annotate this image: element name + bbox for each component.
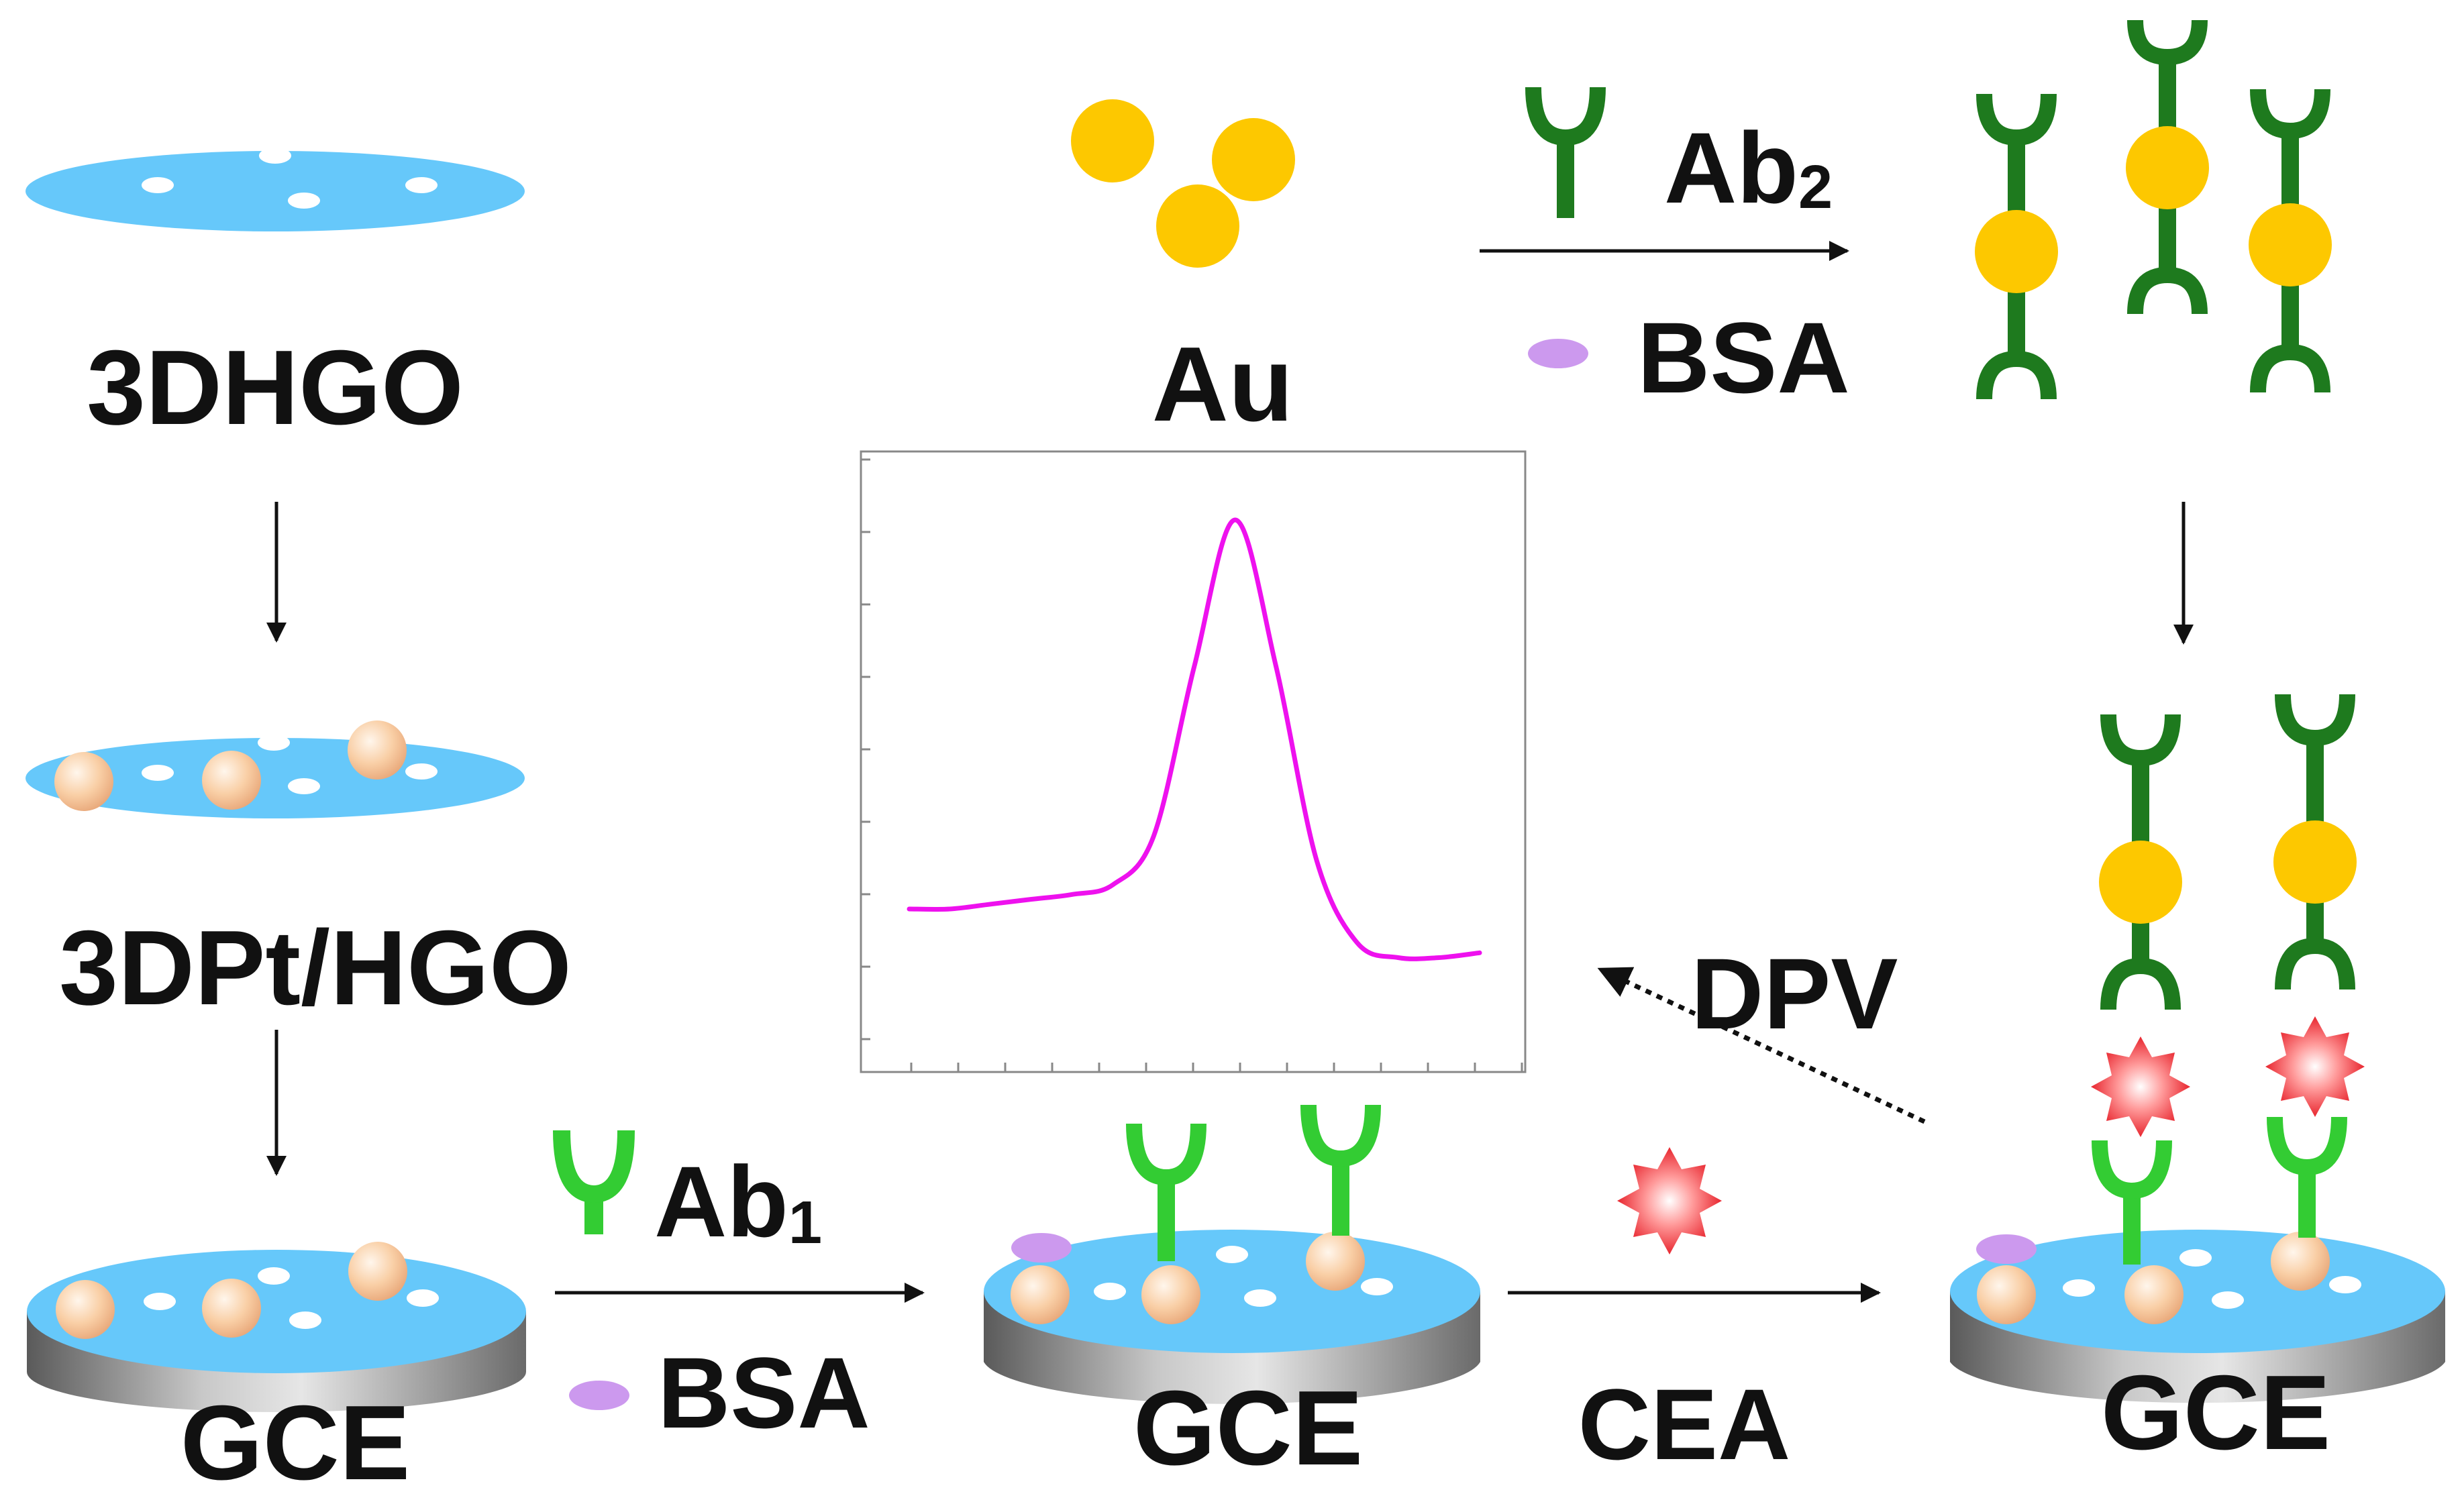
antibody-icon: [1126, 1123, 1207, 1261]
gold-nanoparticle-icon: [1071, 99, 1154, 182]
y-ticks: [861, 458, 870, 1040]
label-gce-right: GCE: [2101, 1354, 2330, 1472]
hole-icon: [289, 1311, 321, 1329]
gold-nanoparticle-icon: [2126, 126, 2209, 209]
pt-nanoparticle-icon: [202, 751, 261, 810]
hole-icon: [144, 1293, 176, 1310]
ab2-au-conjugate: [2126, 19, 2209, 315]
gold-nanoparticle-icon: [1156, 184, 1239, 268]
chart-frame: [860, 450, 1527, 1073]
electrode-icon: [1950, 1230, 2445, 1403]
pt-nanoparticle-icon: [1141, 1265, 1200, 1324]
pt-nanoparticle-icon: [56, 1280, 115, 1339]
ab2-au-conjugate: [2273, 694, 2357, 990]
electrode-icon: [27, 1242, 526, 1412]
antibody-icon: [1525, 87, 1606, 218]
hole-icon: [405, 177, 438, 193]
hole-icon: [1361, 1278, 1393, 1295]
dpv-curve: [907, 517, 1482, 961]
hole-icon: [142, 177, 174, 193]
hole-icon: [288, 778, 320, 794]
gold-nanoparticle-icon: [2249, 203, 2332, 286]
ab2-au-conjugate: [1975, 93, 2058, 400]
hole-icon: [142, 765, 174, 781]
gold-nanoparticle-icon: [1212, 118, 1295, 201]
bsa-icon: [1011, 1233, 1072, 1263]
pt-nanoparticle-icon: [2124, 1265, 2184, 1324]
gold-nanoparticle-icon: [2099, 841, 2182, 924]
hole-icon: [407, 1289, 439, 1307]
pt-nanoparticle-icon: [1306, 1232, 1365, 1291]
hole-icon: [405, 763, 438, 780]
pt-nanoparticle-icon: [2271, 1232, 2330, 1291]
bsa-icon: [1528, 339, 1588, 368]
pt-hgo-sheet: [25, 720, 525, 818]
pt-nanoparticle-icon: [348, 1242, 407, 1301]
hole-icon: [2179, 1249, 2212, 1267]
hole-icon: [258, 735, 290, 751]
pt-nanoparticle-icon: [202, 1279, 261, 1338]
gold-nanoparticle-icon: [2273, 820, 2357, 904]
pt-nanoparticle-icon: [1011, 1265, 1070, 1324]
label-gce-mid: GCE: [1133, 1369, 1363, 1487]
label-3dpt-hgo: 3DPt/HGO: [59, 909, 572, 1027]
dpv-chart: [860, 450, 1527, 1073]
antigen-star-icon: [1617, 1147, 1722, 1254]
antigen-star-icon: [2091, 1036, 2190, 1137]
label-bsa-top: BSA: [1637, 301, 1850, 414]
antibody-icon: [2092, 1140, 2172, 1265]
hole-icon: [2212, 1291, 2244, 1309]
label-dpv: DPV: [1691, 937, 1898, 1050]
hole-icon: [2063, 1279, 2095, 1297]
hole-icon: [1216, 1246, 1248, 1263]
electrode-icon: [984, 1230, 1480, 1404]
hole-icon: [258, 1267, 290, 1285]
ab2-au-conjugate: [2099, 714, 2182, 1010]
pt-nanoparticle-icon: [54, 752, 113, 811]
label-ab1: Ab1: [654, 1145, 822, 1258]
gold-nanoparticle-icon: [1975, 210, 2058, 293]
hole-icon: [259, 148, 291, 164]
label-3dhgo: 3DHGO: [87, 329, 464, 447]
hole-icon: [2329, 1276, 2361, 1293]
antibody-icon: [2267, 1116, 2347, 1238]
label-au: Au: [1152, 325, 1294, 443]
hgo-sheet: [25, 148, 525, 231]
x-ticks: [910, 1063, 1523, 1072]
pt-nanoparticle-icon: [348, 720, 407, 780]
hole-icon: [288, 193, 320, 209]
pt-nanoparticle-icon: [1977, 1265, 2036, 1324]
bsa-icon: [1976, 1234, 2037, 1264]
label-gce-left: GCE: [181, 1384, 410, 1500]
label-cea: CEA: [1578, 1368, 1791, 1481]
ab2-au-conjugate: [2249, 89, 2332, 393]
antibody-icon: [553, 1130, 635, 1234]
hole-icon: [1094, 1283, 1126, 1300]
label-bsa-bottom: BSA: [658, 1336, 870, 1449]
bsa-icon: [569, 1381, 629, 1410]
label-ab2: Ab2: [1664, 111, 1833, 224]
hole-icon: [1244, 1289, 1276, 1307]
antigen-star-icon: [2265, 1016, 2365, 1117]
antibody-icon: [1300, 1104, 1381, 1236]
